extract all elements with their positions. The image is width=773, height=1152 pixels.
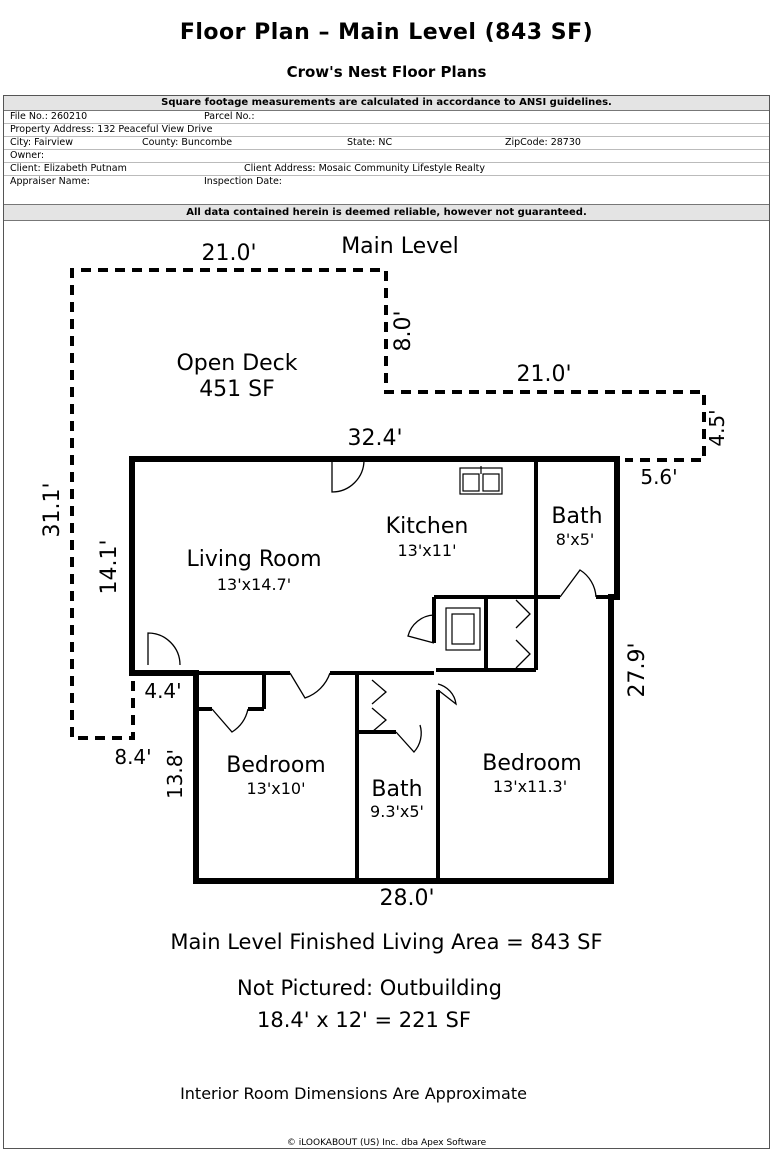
room-bedroom1-name: Bedroom <box>226 753 326 778</box>
room-bath2-size: 9.3'x5' <box>370 802 424 821</box>
kitchen-sink-icon <box>459 466 503 495</box>
level-label: Main Level <box>341 234 459 259</box>
info-row-location: City: Fairview County: Buncombe State: N… <box>4 137 769 150</box>
dimensions-note: Interior Room Dimensions Are Approximate <box>180 1084 527 1103</box>
file-no: File No.: 260210 <box>10 111 88 122</box>
room-living-name: Living Room <box>186 547 321 572</box>
deck-area: 451 SF <box>199 377 275 402</box>
room-kitchen-size: 13'x11' <box>398 541 457 560</box>
outbuilding-area: 18.4' x 12' = 221 SF <box>257 1008 471 1032</box>
room-bedroom1-size: 13'x10' <box>247 779 306 798</box>
inspection-date: Inspection Date: <box>204 176 282 187</box>
property-info-box: Square footage measurements are calculat… <box>3 95 770 1149</box>
dim-house-left-lower: 13.8' <box>163 749 187 799</box>
deck-name: Open Deck <box>176 351 297 376</box>
room-kitchen-name: Kitchen <box>386 514 469 539</box>
not-pictured: Not Pictured: Outbuilding <box>237 976 502 1000</box>
page-subtitle: Crow's Nest Floor Plans <box>286 63 487 81</box>
deck-outline <box>70 268 706 740</box>
room-bath1-name: Bath <box>551 504 602 529</box>
city: City: Fairview <box>10 137 73 148</box>
copyright: © iLOOKABOUT (US) Inc. dba Apex Software <box>286 1138 487 1148</box>
state: State: NC <box>347 137 393 148</box>
property-address: Property Address: 132 Peaceful View Driv… <box>10 124 213 135</box>
dim-house-left-upper: 14.1' <box>97 539 122 594</box>
dim-deck-left: 31.1' <box>40 482 65 537</box>
dim-house-right: 27.9' <box>625 642 650 697</box>
finished-area: Main Level Finished Living Area = 843 SF <box>170 930 603 954</box>
dim-deck-step-vertical: 8.0' <box>391 310 416 351</box>
dim-deck-right-bottom: 5.6' <box>640 465 677 489</box>
room-bath2-name: Bath <box>371 777 422 802</box>
info-row-client: Client: Elizabeth Putnam Client Address:… <box>4 163 769 176</box>
client: Client: Elizabeth Putnam <box>10 163 127 174</box>
dim-deck-bottom: 8.4' <box>114 745 151 769</box>
info-row-address: Property Address: 132 Peaceful View Driv… <box>4 124 769 137</box>
interior-walls <box>196 459 617 881</box>
info-row-appraiser: Appraiser Name: Inspection Date: <box>4 176 769 188</box>
range-icon <box>445 607 481 651</box>
page-title: Floor Plan – Main Level (843 SF) <box>179 20 594 45</box>
room-bedroom2-size: 13'x11.3' <box>493 777 567 796</box>
owner: Owner: <box>10 150 45 161</box>
dim-deck-right-vertical: 4.5' <box>705 409 729 446</box>
info-row-file: File No.: 260210 Parcel No.: <box>4 111 769 124</box>
parcel-no: Parcel No.: <box>204 111 255 122</box>
client-address: Client Address: Mosaic Community Lifesty… <box>244 163 485 174</box>
room-living-size: 13'x14.7' <box>217 575 291 594</box>
room-bedroom2-name: Bedroom <box>482 751 582 776</box>
appraiser-name: Appraiser Name: <box>10 176 90 187</box>
room-bath1-size: 8'x5' <box>556 530 595 549</box>
zip-code: ZipCode: 28730 <box>505 137 581 148</box>
house-exterior-walls <box>129 456 620 884</box>
door-swings <box>147 459 597 753</box>
dim-deck-right-top: 21.0' <box>516 362 571 387</box>
disclaimer: All data contained herein is deemed reli… <box>4 204 769 221</box>
county: County: Buncombe <box>142 137 233 148</box>
info-row-owner: Owner: <box>4 150 769 163</box>
dim-house-notch: 4.4' <box>144 679 181 703</box>
dim-deck-top: 21.0' <box>201 241 256 266</box>
dim-house-bottom: 28.0' <box>379 886 434 911</box>
dim-house-top: 32.4' <box>347 426 402 451</box>
ansi-notice: Square footage measurements are calculat… <box>4 96 769 111</box>
